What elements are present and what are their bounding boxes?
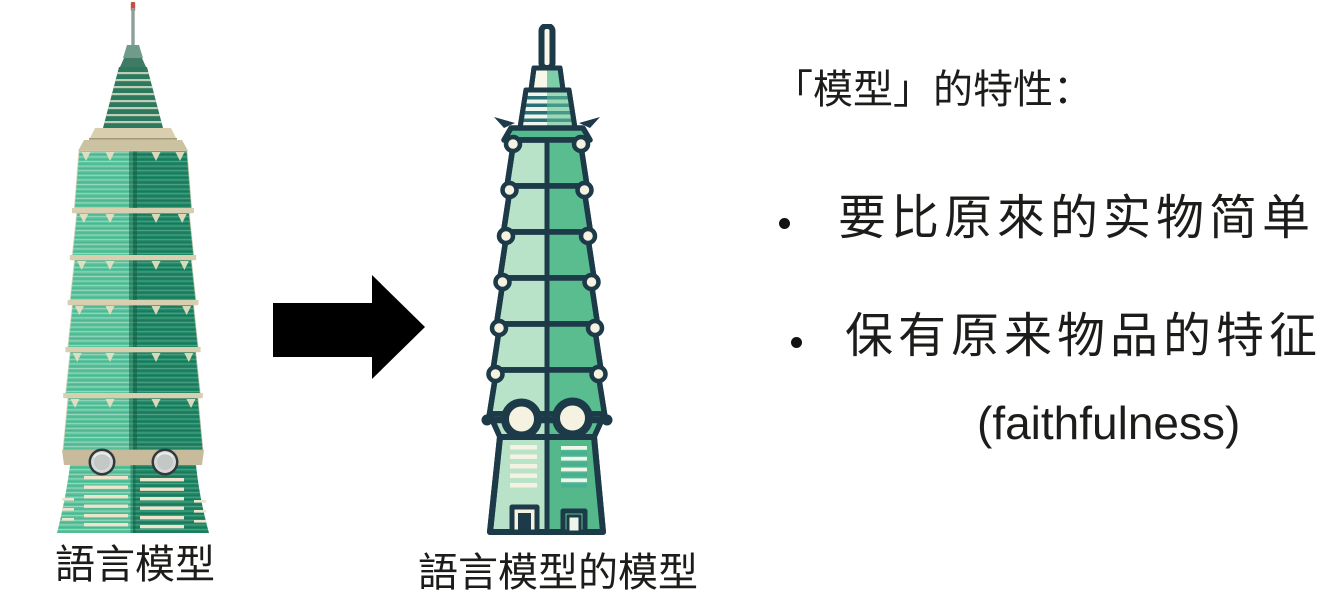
sketch-bolts bbox=[486, 134, 608, 384]
notes-title: 「模型」的特性： bbox=[773, 68, 1093, 112]
taipei101-photo-image bbox=[57, 2, 209, 533]
sketch-base-windows-left bbox=[510, 445, 537, 488]
sketch-medallion-right bbox=[552, 397, 593, 439]
photo-tiers bbox=[57, 150, 209, 533]
bullet-dot-icon bbox=[779, 218, 790, 229]
bullet-item-faithfulness: 保有原来物品的特征 bbox=[845, 310, 1322, 363]
photo-base-windows bbox=[62, 476, 206, 529]
transform-arrow-icon bbox=[273, 275, 425, 379]
sketch-door-left bbox=[509, 504, 540, 535]
photo-medallion-left bbox=[88, 448, 116, 476]
sketch-base-windows-right bbox=[561, 446, 587, 488]
photo-medallion-right bbox=[151, 448, 179, 476]
faithfulness-annotation: (faithfulness) bbox=[977, 397, 1241, 449]
sketch-door-right bbox=[560, 508, 588, 535]
sketch-collar bbox=[528, 65, 566, 93]
photo-medallion-band bbox=[62, 450, 204, 465]
photo-crown bbox=[78, 67, 188, 151]
sketch-cornice bbox=[501, 125, 593, 143]
sketch-spire bbox=[538, 24, 556, 71]
taipei101-sketch-image bbox=[481, 24, 613, 535]
photo-spire bbox=[131, 8, 135, 46]
original-figure: 語言模型 bbox=[30, 0, 240, 599]
bullet-item-simplicity: 要比原來的实物简单 bbox=[838, 192, 1316, 245]
sketch-medallion-left bbox=[501, 398, 542, 440]
original-figure-caption: 語言模型 bbox=[55, 543, 215, 587]
bullet-dot-icon bbox=[791, 337, 802, 348]
sketch-crown bbox=[517, 87, 578, 131]
model-figure: 語言模型的模型 bbox=[410, 0, 706, 599]
model-figure-caption: 語言模型的模型 bbox=[418, 551, 698, 595]
sketch-base bbox=[487, 434, 606, 535]
